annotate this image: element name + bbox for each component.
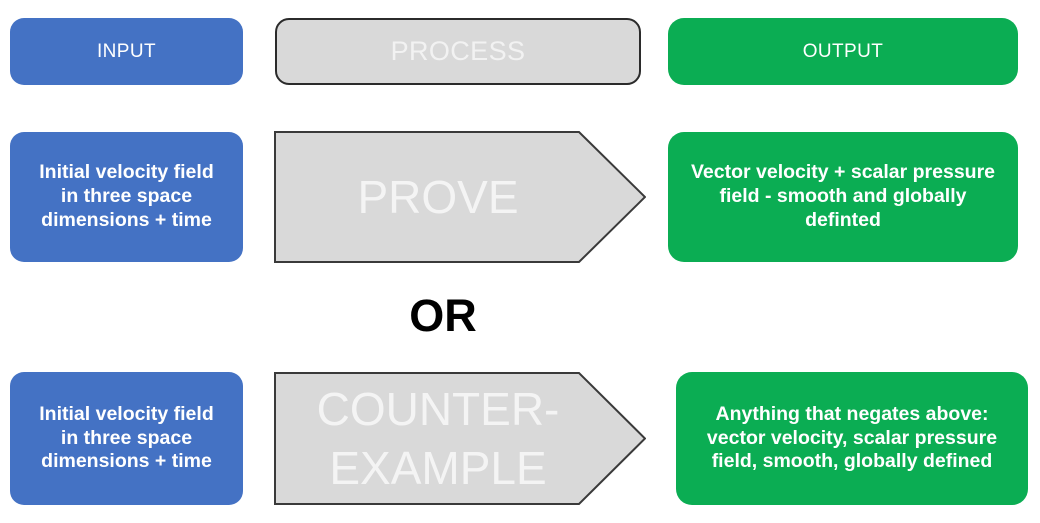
header-output-box: OUTPUT [668,18,1018,85]
header-output-label: OUTPUT [802,40,884,62]
header-input-label: INPUT [97,40,156,62]
or-divider: OR [383,293,503,338]
output-box-counterexample-text: Anything that negates above: vector velo… [706,402,998,473]
output-box-counterexample: Anything that negates above: vector velo… [676,372,1028,505]
header-input-box: INPUT [10,18,243,85]
process-arrow-prove-shape [274,131,646,263]
header-process-box: PROCESS [275,18,641,85]
input-box-counterexample: Initial velocity field in three space di… [10,372,243,505]
process-arrow-counterexample: COUNTER- EXAMPLE [274,372,646,505]
process-arrow-prove: PROVE [274,131,646,263]
input-box-prove-text: Initial velocity field in three space di… [39,161,214,231]
process-arrow-prove-label: PROVE [357,170,519,223]
input-box-counterexample-text: Initial velocity field in three space di… [39,402,214,473]
process-arrow-counterexample-shape [274,372,646,505]
output-box-prove: Vector velocity + scalar pressure field … [668,132,1018,262]
or-divider-label: OR [409,290,477,341]
output-box-prove-text: Vector velocity + scalar pressure field … [690,161,996,231]
process-arrow-counterexample-label: COUNTER- EXAMPLE [316,382,560,494]
header-process-label: PROCESS [390,36,526,67]
input-box-prove: Initial velocity field in three space di… [10,132,243,262]
